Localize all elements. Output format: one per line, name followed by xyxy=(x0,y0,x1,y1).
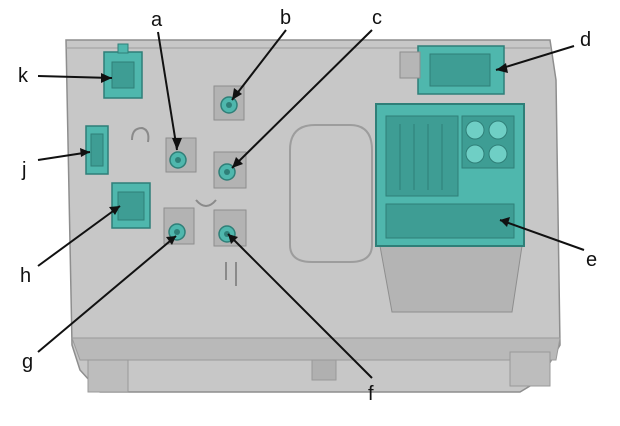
label-d: d xyxy=(580,29,591,51)
leader-arrowheads xyxy=(80,63,510,245)
connector-h xyxy=(111,182,151,229)
housing-foot-center xyxy=(311,359,337,381)
leader-d xyxy=(495,45,575,71)
housing-foot-right xyxy=(509,351,551,387)
center-glyph xyxy=(195,199,217,207)
socket-c xyxy=(213,151,247,189)
leader-lines xyxy=(37,29,585,379)
socket-a xyxy=(165,137,197,173)
leader-b xyxy=(231,29,287,101)
leader-g xyxy=(37,235,177,353)
connector-k xyxy=(103,43,143,99)
label-h: h xyxy=(20,265,31,287)
label-j: j xyxy=(21,159,26,181)
slot-contour xyxy=(289,124,373,263)
label-g: g xyxy=(22,351,33,373)
leader-e xyxy=(499,219,585,251)
leader-c xyxy=(231,29,373,169)
label-e: e xyxy=(586,249,597,271)
leader-h xyxy=(37,205,121,267)
hook-mark xyxy=(131,126,150,143)
connector-j xyxy=(85,125,109,175)
housing-bottom-rail xyxy=(71,337,561,361)
connector-e xyxy=(375,103,525,313)
socket-g xyxy=(163,207,195,245)
label-a: a xyxy=(151,9,163,31)
connector-d xyxy=(399,45,505,95)
label-c: c xyxy=(372,7,382,29)
leader-k xyxy=(37,75,113,79)
leader-a xyxy=(157,31,178,151)
lower-glyph xyxy=(225,262,237,286)
leader-f xyxy=(227,233,373,379)
label-f: f xyxy=(368,383,374,405)
housing-foot-left xyxy=(87,359,129,393)
label-k: k xyxy=(18,65,29,87)
label-b: b xyxy=(280,7,291,29)
